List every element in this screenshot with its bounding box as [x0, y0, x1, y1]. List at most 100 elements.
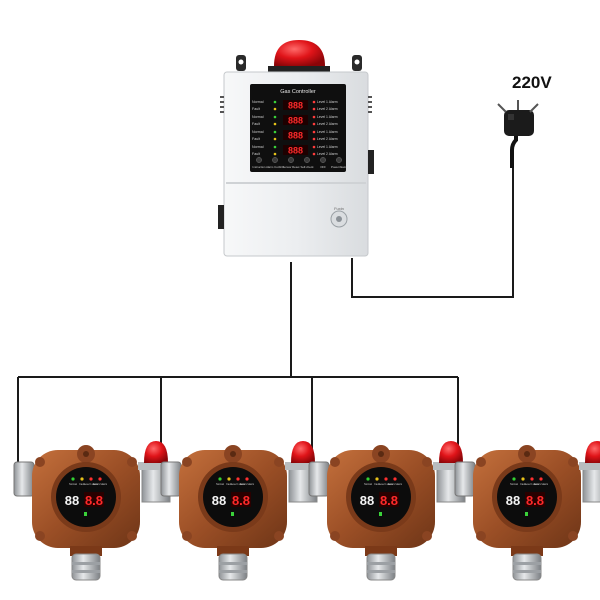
- channel-reading: 888: [288, 146, 303, 156]
- detector-reading-right: 8.8: [85, 493, 103, 508]
- alarm-beacon: [291, 441, 315, 463]
- channel-display: [283, 100, 308, 110]
- sensor-head: [366, 553, 396, 581]
- indicator-label: Normal: [216, 483, 224, 486]
- channel-status-fault: Fault: [252, 122, 260, 126]
- lock-icon: Fuxin: [330, 206, 348, 228]
- channel-status-fault: Fault: [252, 137, 260, 141]
- channel-display: [283, 130, 308, 140]
- controller-button: Self-check: [300, 157, 314, 169]
- controller-button-label: OFF: [320, 165, 326, 169]
- detector-reading-left: 88: [212, 493, 226, 508]
- controller-button-label: Power/Alarm: [331, 165, 348, 169]
- fault-led: [273, 122, 277, 126]
- indicator-led: [218, 477, 222, 481]
- detector-reading-left: 88: [506, 493, 520, 508]
- channel-alarm-level1: Level 1 Alarm: [317, 100, 338, 104]
- fault-led: [273, 107, 277, 111]
- channel-reading: 888: [288, 131, 303, 141]
- controller-button-label: Sensor Reset: [283, 165, 300, 169]
- controller-panel: [250, 84, 346, 172]
- channel-status-normal: Normal: [252, 100, 264, 104]
- indicator-label: Level 1 alarm: [379, 483, 393, 486]
- channel-alarm-level2: Level 2 Alarm: [317, 152, 338, 156]
- level2-led: [312, 107, 316, 111]
- channel-status-normal: Normal: [252, 145, 264, 149]
- alarm-beacon: [144, 441, 168, 463]
- controller-button: Power/Alarm: [331, 157, 348, 169]
- channel-reading: 888: [288, 116, 303, 126]
- channel-status-fault: Fault: [252, 107, 260, 111]
- alarm-beacon: [585, 441, 600, 463]
- indicator-label: Level 1 alarm: [231, 483, 245, 486]
- channel-status-normal: Normal: [252, 130, 264, 134]
- svg-text:Fuxin: Fuxin: [334, 206, 344, 211]
- normal-led: [273, 145, 277, 149]
- indicator-led: [245, 477, 249, 481]
- indicator-label: Fault: [79, 483, 85, 486]
- indicator-led: [393, 477, 397, 481]
- indicator-led: [227, 477, 231, 481]
- controller-title: Gas Controller: [280, 89, 316, 95]
- indicator-label: Level 2 alarm: [534, 483, 548, 486]
- normal-led: [273, 100, 277, 104]
- normal-led: [273, 130, 277, 134]
- indicator-led: [71, 477, 75, 481]
- indicator-led: [375, 477, 379, 481]
- indicator-label: Fault: [374, 483, 380, 486]
- indicator-led: [98, 477, 102, 481]
- level2-led: [312, 122, 316, 126]
- detector-reading-right: 8.8: [526, 493, 544, 508]
- detector-reading-right: 8.8: [232, 493, 250, 508]
- indicator-led: [384, 477, 388, 481]
- sensor-head: [71, 553, 101, 581]
- wiring: [17, 165, 514, 462]
- indicator-label: Level 1 alarm: [525, 483, 539, 486]
- controller-button-label: Alarm Confirm: [266, 165, 285, 169]
- channel-alarm-level2: Level 2 Alarm: [317, 107, 338, 111]
- level2-led: [312, 137, 316, 141]
- indicator-led: [89, 477, 93, 481]
- detector-reading-left: 88: [65, 493, 79, 508]
- controller-button: Instruction: [253, 157, 266, 169]
- indicator-label: Fault: [226, 483, 232, 486]
- indicator-label: Normal: [510, 483, 518, 486]
- indicator-led: [366, 477, 370, 481]
- cable-gland: [160, 461, 182, 497]
- cable-gland: [308, 461, 330, 497]
- power-cable: [351, 165, 514, 298]
- fault-led: [273, 137, 277, 141]
- indicator-label: Level 1 alarm: [84, 483, 98, 486]
- channel-alarm-level2: Level 2 Alarm: [317, 122, 338, 126]
- sensor-head: [218, 553, 248, 581]
- controller-button-label: Self-check: [300, 165, 314, 169]
- mounting-ears: [236, 55, 362, 71]
- indicator-label: Fault: [520, 483, 526, 486]
- indicator-led: [521, 477, 525, 481]
- indicator-label: Level 2 alarm: [388, 483, 402, 486]
- indicator-label: Normal: [69, 483, 77, 486]
- channel-alarm-level2: Level 2 Alarm: [317, 137, 338, 141]
- channel-display: [283, 145, 308, 155]
- channel-status-normal: Normal: [252, 115, 264, 119]
- level1-led: [312, 130, 316, 134]
- channel-alarm-level1: Level 1 Alarm: [317, 115, 338, 119]
- beacon-base: [582, 467, 600, 503]
- detector-reading-left: 88: [360, 493, 374, 508]
- indicator-led: [236, 477, 240, 481]
- channel-display: [283, 115, 308, 125]
- indicator-label: Normal: [364, 483, 372, 486]
- alarm-beacon: [439, 441, 463, 463]
- indicator-label: Level 2 alarm: [240, 483, 254, 486]
- fault-led: [273, 152, 277, 156]
- controller-button: OFF: [320, 157, 326, 169]
